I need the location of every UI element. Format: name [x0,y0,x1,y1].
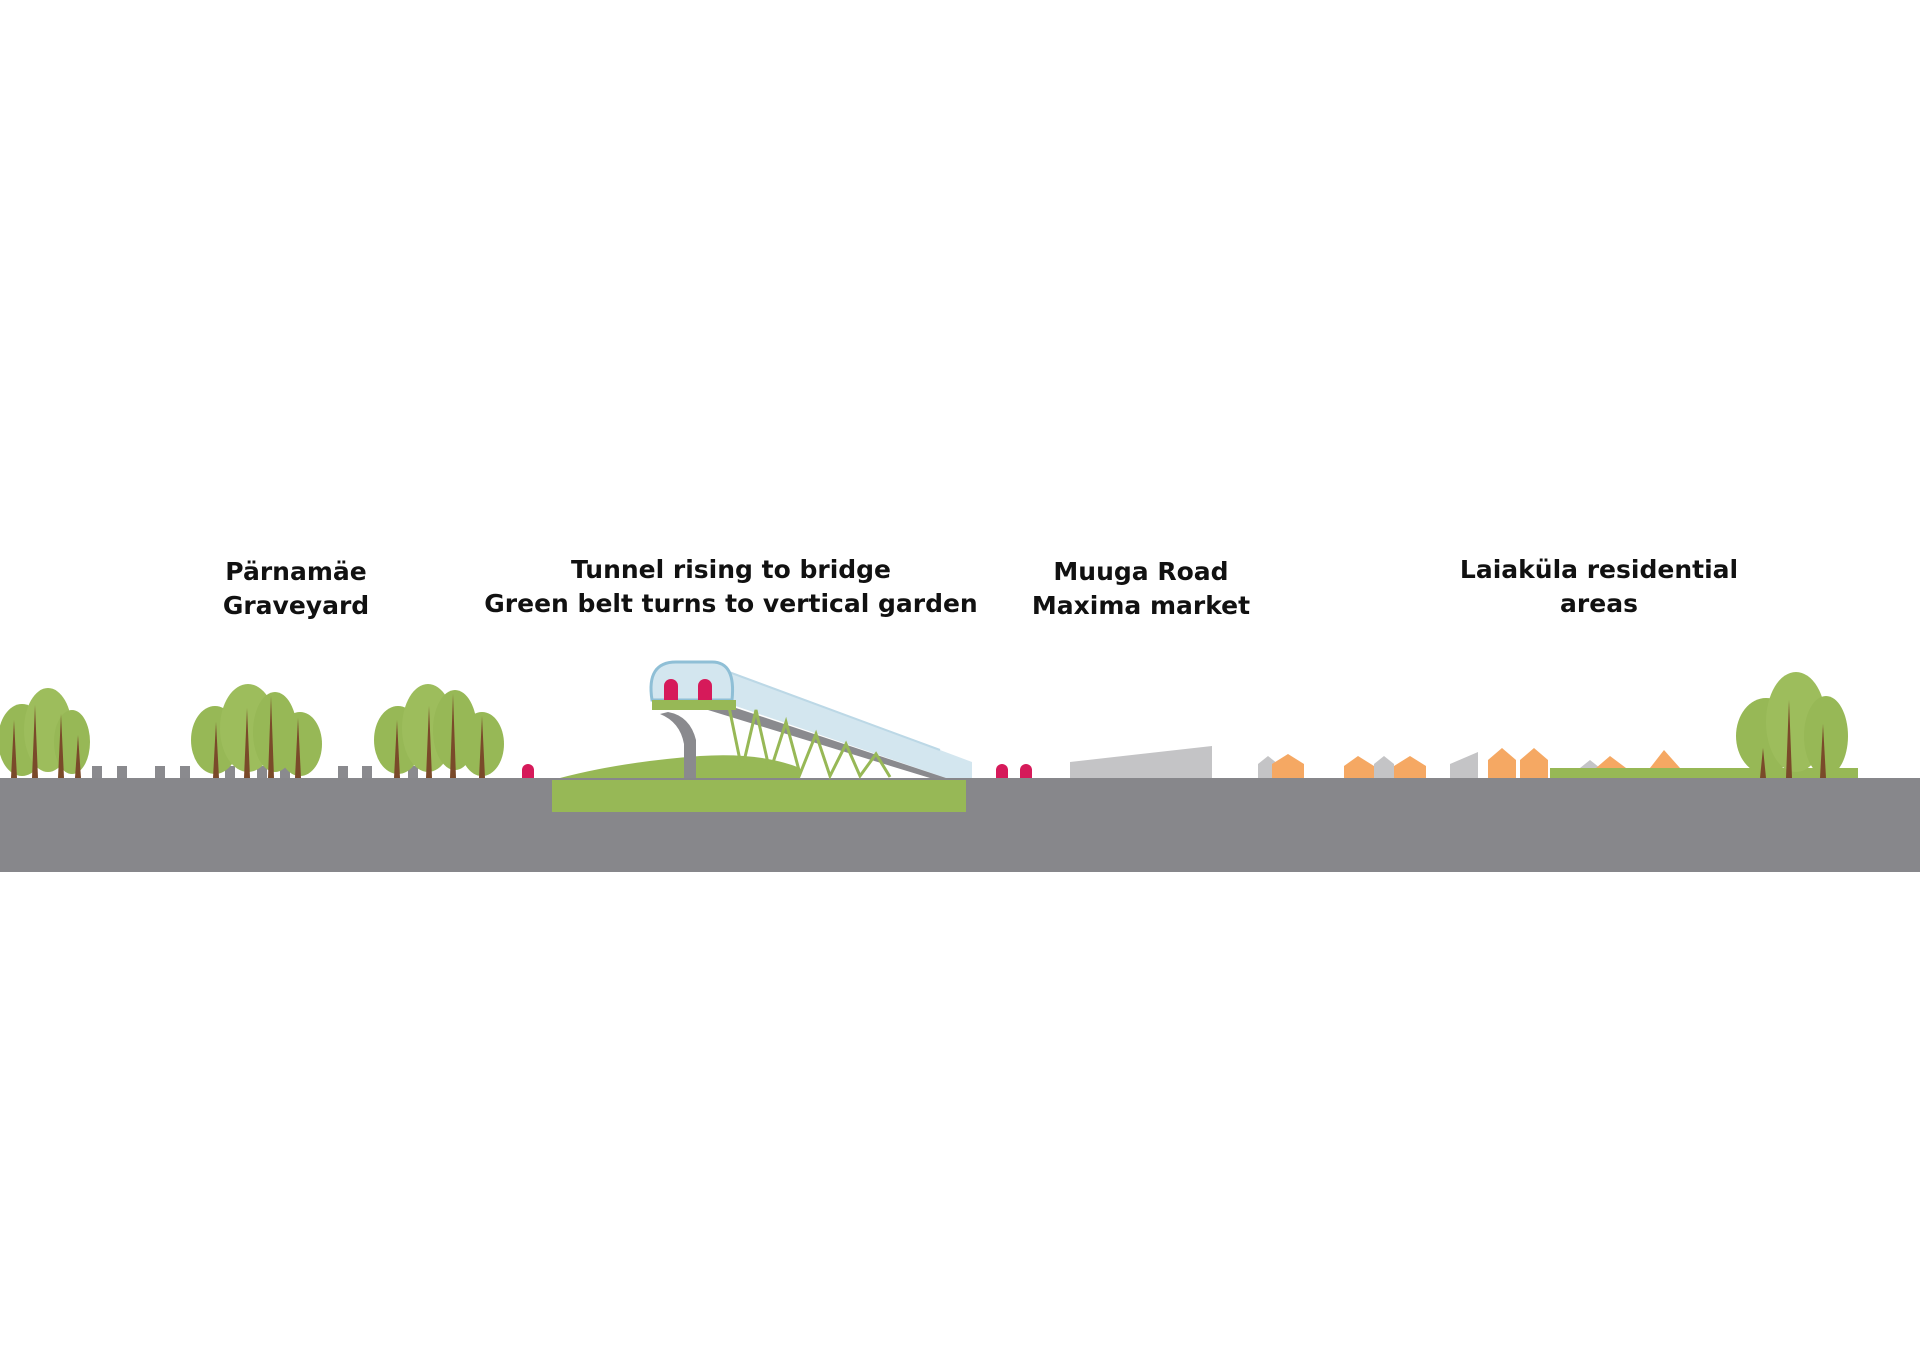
vehicle-road-2 [1020,764,1032,778]
label-tunnel-line2: Green belt turns to vertical garden [484,589,978,618]
tree-group-graveyard-3 [374,684,504,778]
vehicle-left [522,764,534,778]
station-platform [652,700,736,710]
green-hill [560,755,800,778]
market-building [1070,746,1212,778]
label-parnamae-graveyard: Pärnamäe Graveyard [223,555,369,623]
tree-group-graveyard-1 [0,688,90,778]
label-muuga-line1: Muuga Road [1053,557,1229,586]
bridge-deck [708,700,946,778]
tree-group-residential [1736,672,1848,778]
grave-markers [92,766,418,778]
label-graveyard-line1: Pärnamäe [225,557,367,586]
residential-houses [1258,748,1858,778]
bridge-pylon [660,712,696,778]
bridge-tube [718,668,972,778]
label-graveyard-line2: Graveyard [222,591,370,620]
label-muuga-line2: Maxima market [1031,591,1251,620]
capsule-vehicle-2 [698,679,712,700]
label-muuga-road: Muuga Road Maxima market [1032,555,1250,623]
label-tunnel-bridge: Tunnel rising to bridge Green belt turns… [484,553,977,621]
tunnel-green-belt [552,780,966,812]
label-laiakula-line1: Laiaküla residential [1459,555,1739,584]
label-laiakula-residential: Laiaküla residential areas [1460,553,1738,621]
vehicle-road-1 [996,764,1008,778]
tree-group-graveyard-2 [191,684,322,778]
capsule-vehicle-1 [664,679,678,700]
station-capsule [649,660,735,702]
label-laiakula-line2: areas [1560,589,1638,618]
label-tunnel-line1: Tunnel rising to bridge [570,555,892,584]
vertical-garden-cables [726,701,892,780]
